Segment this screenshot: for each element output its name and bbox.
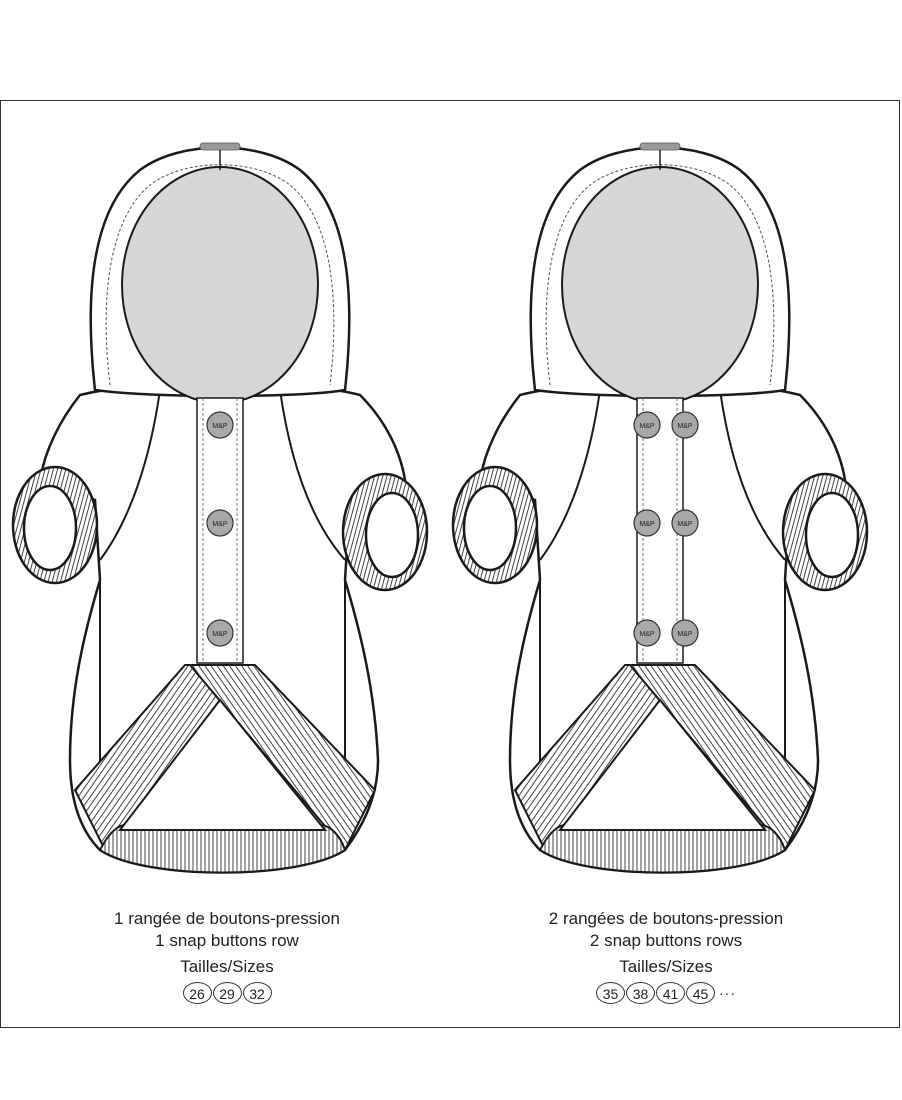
- button-label: M&P: [677, 521, 693, 528]
- button-label: M&P: [639, 631, 655, 638]
- caption-left: 1 rangée de boutons-pression 1 snap butt…: [67, 908, 387, 1004]
- size-badge: 26: [182, 982, 212, 1004]
- garment-left-drawing: [11, 141, 429, 874]
- more-sizes-ellipsis: ···: [719, 985, 736, 1001]
- button-label: M&P: [212, 423, 228, 430]
- button-labels: M&P M&P M&P M&P M&P M&P M&P M&P M&P: [212, 423, 693, 638]
- size-badge: 29: [212, 982, 242, 1004]
- snap-buttons-right: [633, 411, 699, 647]
- button-label: M&P: [212, 521, 228, 528]
- caption-right: 2 rangées de boutons-pression 2 snap but…: [506, 908, 826, 1004]
- snap-button: [206, 411, 234, 439]
- size-badge: 41: [656, 982, 685, 1004]
- caption-english: 2 snap buttons rows: [589, 931, 743, 950]
- size-badge: 45: [686, 982, 715, 1004]
- diagram-frame: [0, 100, 900, 1028]
- button-label: M&P: [639, 521, 655, 528]
- button-label: M&P: [677, 631, 693, 638]
- sizes-label: Tailles/Sizes: [180, 957, 274, 976]
- caption-english: 1 snap buttons row: [155, 931, 299, 950]
- button-label: M&P: [212, 631, 228, 638]
- snap-button: [671, 509, 699, 537]
- size-badge: 38: [626, 982, 655, 1004]
- size-badge: 35: [596, 982, 625, 1004]
- button-label: M&P: [677, 423, 693, 430]
- size-list: 35 38 41 45 ···: [506, 982, 826, 1004]
- snap-button: [206, 619, 234, 647]
- size-badge: 32: [242, 982, 272, 1004]
- snap-button: [633, 411, 661, 439]
- sizes-label: Tailles/Sizes: [619, 957, 713, 976]
- size-list: 26 29 32: [67, 982, 387, 1004]
- caption-french: 2 rangées de boutons-pression: [548, 909, 784, 928]
- snap-button: [671, 411, 699, 439]
- caption-french: 1 rangée de boutons-pression: [114, 909, 340, 928]
- snap-buttons-left: [206, 411, 234, 647]
- snap-button: [206, 509, 234, 537]
- garment-right-drawing: [451, 141, 869, 874]
- button-label: M&P: [639, 423, 655, 430]
- snap-button: [671, 619, 699, 647]
- snap-button: [633, 619, 661, 647]
- snap-button: [633, 509, 661, 537]
